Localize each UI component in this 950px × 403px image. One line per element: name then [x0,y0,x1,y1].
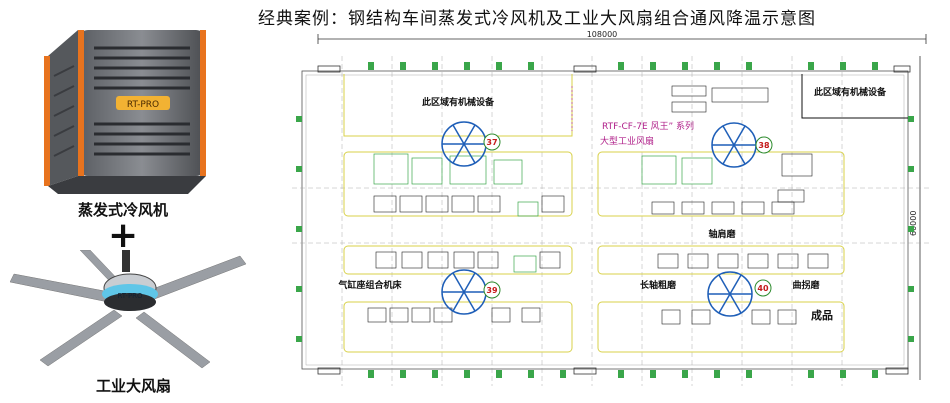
fan-number-40: 40 [757,284,769,293]
cooler-brand-badge: RT-PRO [127,100,159,110]
zone-label-cylinder: 气缸座组合机床 [337,279,402,291]
height-dimension: 60000 [909,211,918,236]
fan-40 [707,271,753,317]
plus-sign: + [108,215,139,256]
zone-label-long-shaft: 长轴粗磨 [640,279,677,291]
page-title: 经典案例：钢结构车间蒸发式冷风机及工业大风扇组合通风降温示意图 [258,9,816,29]
svg-text:RT-PRO: RT-PRO [117,292,143,300]
fan-number-37: 37 [486,138,497,147]
workshop-layout-diagram: 108000 60000 [292,30,932,386]
zone-label-bearing: 轴肩磨 [708,228,736,240]
fan-number-38: 38 [758,141,770,150]
zone-label-machinery-right: 此区域有机械设备 [814,86,887,98]
fan-37 [441,121,487,167]
width-dimension: 108000 [587,30,618,39]
cooler-label: 蒸发式冷风机 [78,201,169,219]
fan-39 [441,269,487,315]
fan-model-line2: 大型工业风扇 [600,135,654,147]
evaporative-cooler-image: RT-PRO [44,30,206,194]
fan-model-line1: RTF-CF-7E 风王” 系列 [602,120,694,132]
zone-label-product: 成品 [811,308,833,322]
zone-label-crank: 曲拐磨 [792,279,820,291]
industrial-fan-image: RT-PRO [10,250,247,369]
fan-label: 工业大风扇 [96,377,172,395]
fan-number-39: 39 [486,286,498,295]
zone-label-machinery-left: 此区域有机械设备 [422,96,495,108]
fan-38 [711,122,757,168]
